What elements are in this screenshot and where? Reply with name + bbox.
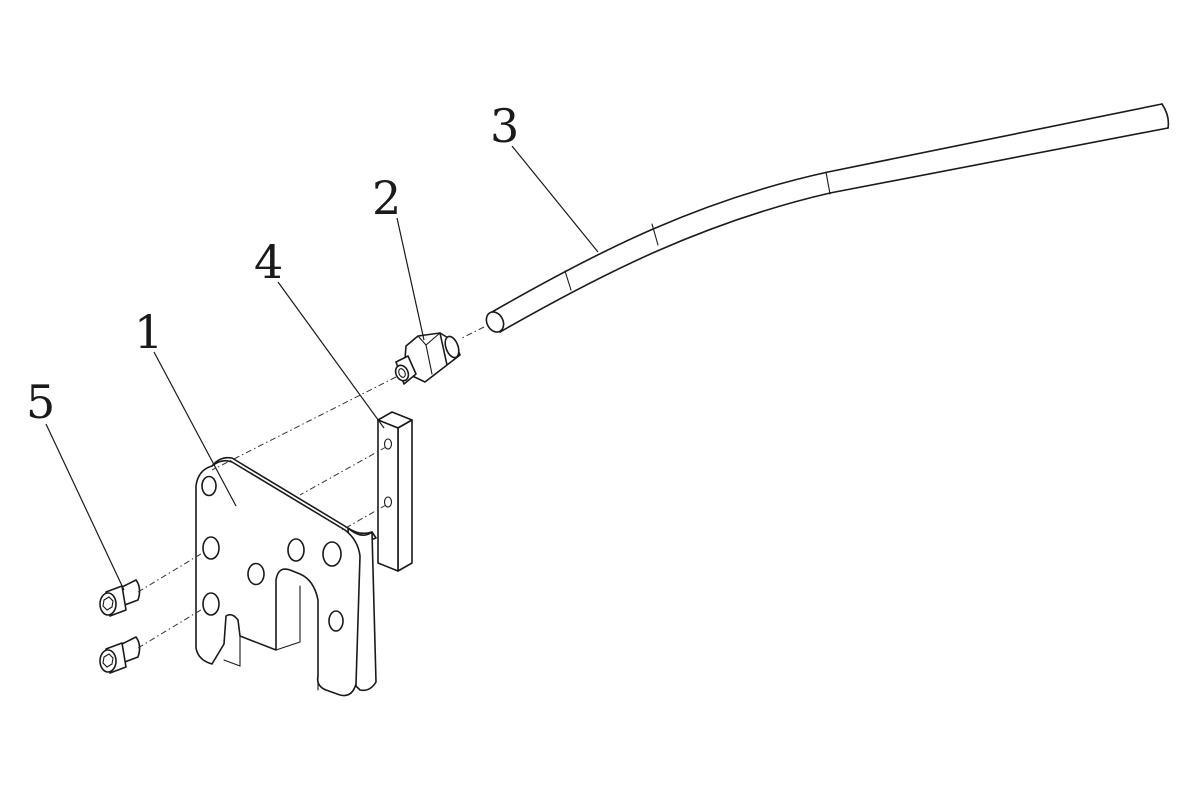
part-5-screws bbox=[99, 579, 141, 674]
callout-labels: 3 2 4 1 5 bbox=[26, 99, 519, 429]
callout-5: 5 bbox=[26, 375, 55, 429]
screw-upper bbox=[99, 579, 141, 617]
callout-3: 3 bbox=[490, 99, 519, 153]
part-1-bracket bbox=[195, 456, 377, 697]
callout-2: 2 bbox=[372, 171, 401, 225]
part-3-tube bbox=[485, 103, 1170, 333]
assembly-centerlines bbox=[137, 326, 485, 649]
leader-lines bbox=[45, 145, 599, 591]
screw-lower bbox=[99, 636, 141, 674]
callout-4: 4 bbox=[254, 235, 283, 289]
callout-1: 1 bbox=[134, 305, 163, 359]
part-4-strip bbox=[377, 411, 413, 572]
part-2-fitting bbox=[394, 332, 461, 385]
